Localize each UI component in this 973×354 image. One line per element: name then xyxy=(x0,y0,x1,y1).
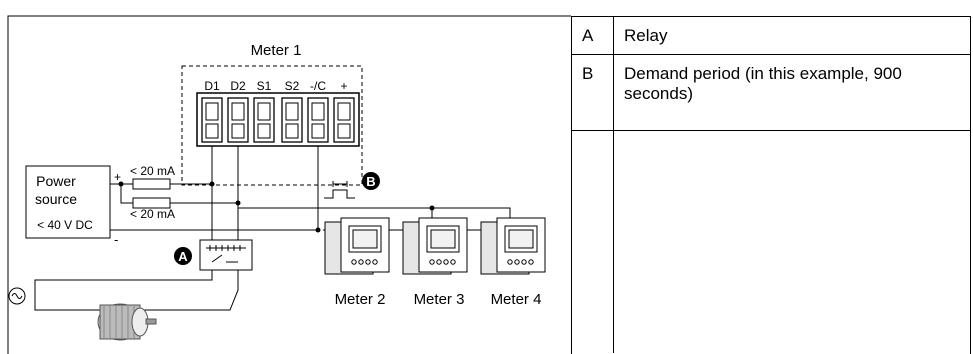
plus-sign: + xyxy=(114,170,121,184)
terminal-socket-icon xyxy=(307,97,329,143)
terminal-socket-icon xyxy=(201,97,223,143)
marker-a xyxy=(174,247,192,265)
legend-text: Relay xyxy=(624,26,668,45)
terminal-label: -/C xyxy=(310,79,326,93)
terminal-socket-icon xyxy=(281,97,303,143)
terminal-socket-icon xyxy=(227,97,249,143)
legend-text xyxy=(614,131,970,353)
marker-a-label: A xyxy=(178,249,188,264)
meter1-terminal-block xyxy=(196,92,360,147)
terminal-label: S2 xyxy=(285,79,300,93)
pulse-waveform-icon xyxy=(324,181,355,199)
terminal-socket-icon xyxy=(333,97,355,143)
legend-code: B xyxy=(572,55,614,130)
minus-sign: - xyxy=(114,232,118,247)
meter2-label: Meter 2 xyxy=(335,291,386,308)
power-source-label-1: Power xyxy=(36,173,76,189)
meter1-dashed-frame xyxy=(181,65,363,186)
legend-code: A xyxy=(572,17,614,54)
relay-box xyxy=(199,239,253,271)
marker-b xyxy=(362,172,380,190)
motor-icon xyxy=(97,303,157,341)
legend-row-a: A Relay xyxy=(572,17,970,55)
meter4-label: Meter 4 xyxy=(491,291,542,308)
legend-text: Demand period (in this example, 900 seco… xyxy=(624,64,902,103)
legend-row-b: B Demand period (in this example, 900 se… xyxy=(572,55,970,131)
terminal-label: D1 xyxy=(204,79,220,93)
power-source-label-2: source xyxy=(35,191,77,207)
legend-row-empty xyxy=(572,131,970,353)
terminal-label: S1 xyxy=(257,79,272,93)
resistor-1 xyxy=(132,178,171,190)
terminal-socket-icon xyxy=(253,97,275,143)
terminal-label: + xyxy=(340,79,347,93)
marker-b-label: B xyxy=(366,174,375,189)
meter-3-icon xyxy=(402,217,468,275)
power-source-box xyxy=(25,165,111,239)
terminal-label: D2 xyxy=(230,79,246,93)
wiring-diagram: Meter 1 D1 D2 S1 S2 -/C + Power source < 40 V… xyxy=(7,15,571,354)
power-source-voltage: < 40 V DC xyxy=(37,218,93,232)
meter3-label: Meter 3 xyxy=(414,291,465,308)
meter-4-icon xyxy=(480,217,546,275)
resistor-2-label: < 20 mA xyxy=(130,207,175,221)
legend-table: A Relay B Demand period (in this example… xyxy=(571,16,971,354)
meter1-label: Meter 1 xyxy=(251,42,302,59)
resistor-1-label: < 20 mA xyxy=(130,164,175,178)
meter-2-icon xyxy=(324,217,390,275)
legend-code xyxy=(572,131,614,353)
